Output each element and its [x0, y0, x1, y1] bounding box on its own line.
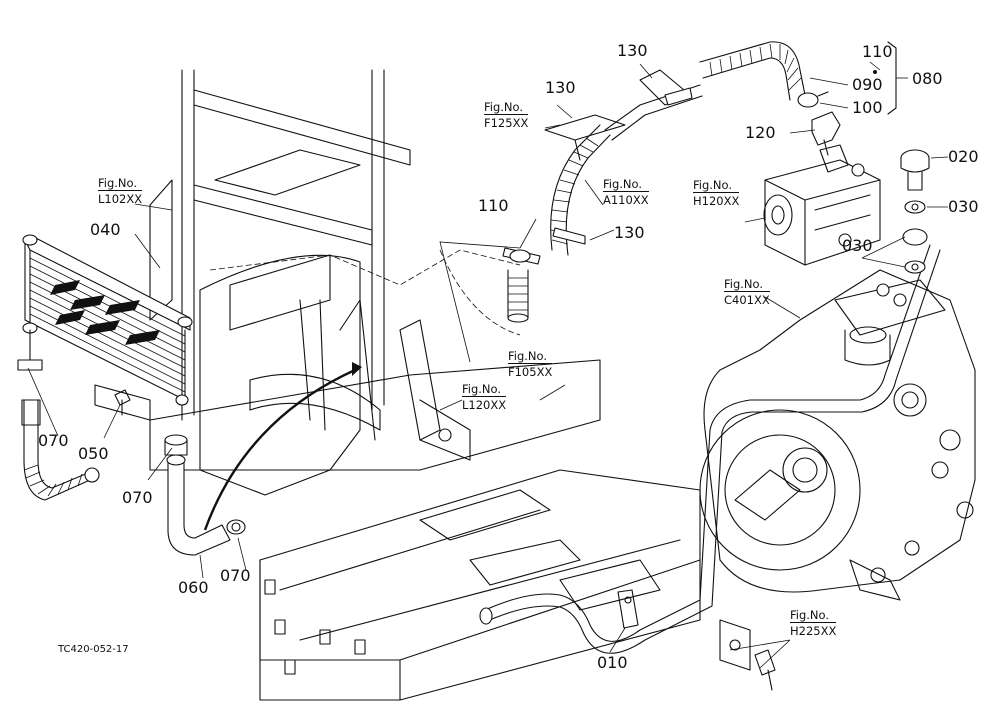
figref-code: C401XX [724, 291, 770, 307]
figref-h225: Fig.No. H225XX [790, 608, 837, 638]
figref-code: L120XX [462, 396, 507, 412]
figref-prefix: Fig.No. [603, 177, 643, 191]
figref-f105: Fig.No. F105XX [508, 349, 553, 379]
part-label-020: 020 [948, 147, 979, 166]
part-label-050: 050 [78, 444, 109, 463]
part-label-070-left: 070 [38, 431, 69, 450]
figref-code: F125XX [484, 114, 529, 130]
drawing-reference-code: TC420-052-17 [58, 644, 129, 655]
hose-060 [164, 434, 246, 556]
part-label-120: 120 [745, 123, 776, 142]
part-label-110-left: 110 [478, 196, 509, 215]
figref-code: L102XX [98, 190, 143, 206]
transmission-housing [699, 269, 976, 691]
suction-hose-assembly [502, 41, 841, 323]
figref-prefix: Fig.No. [693, 178, 733, 192]
part-label-080: 080 [912, 69, 943, 88]
figref-l120: Fig.No. L120XX [462, 382, 507, 412]
part-label-110-top: 110 [862, 42, 893, 61]
part-label-030-plug: 030 [948, 197, 979, 216]
connection-arrow [203, 362, 362, 531]
cooler-return-hose [17, 329, 100, 501]
figref-code: H120XX [693, 192, 740, 208]
figref-f125: Fig.No. F125XX [484, 100, 529, 130]
part-label-070-center: 070 [122, 488, 153, 507]
leader-lines [27, 41, 949, 669]
figref-code: A110XX [603, 191, 649, 207]
oil-cooler [22, 234, 193, 421]
figref-code: H225XX [790, 622, 837, 638]
part-label-010: 010 [597, 653, 628, 672]
part-label-070-right: 070 [220, 566, 251, 585]
part-label-040: 040 [90, 220, 121, 239]
figref-prefix: Fig.No. [484, 100, 524, 114]
figref-c401: Fig.No. C401XX [724, 277, 770, 307]
part-label-130-top: 130 [617, 41, 648, 60]
part-label-030-washer: 030 [842, 236, 873, 255]
figref-h120: Fig.No. H120XX [693, 178, 740, 208]
figref-prefix: Fig.No. [462, 382, 502, 396]
tractor-frame [149, 69, 701, 701]
part-label-060: 060 [178, 578, 209, 597]
figref-prefix: Fig.No. [98, 176, 138, 190]
reference-dashed-line [209, 249, 521, 336]
part-label-130-middle: 130 [545, 78, 576, 97]
pipe-010 [479, 244, 941, 654]
figref-prefix: Fig.No. [790, 608, 830, 622]
hydraulic-pump [763, 144, 881, 266]
figref-a110: Fig.No. A110XX [603, 177, 649, 207]
figref-prefix: Fig.No. [724, 277, 764, 291]
figref-prefix: Fig.No. [508, 349, 548, 363]
plug-and-washers [900, 149, 930, 274]
figref-code: F105XX [508, 363, 553, 379]
part-label-100: 100 [852, 98, 883, 117]
part-label-130-lower: 130 [614, 223, 645, 242]
part-label-090: 090 [852, 75, 883, 94]
figref-l102: Fig.No. L102XX [98, 176, 143, 206]
